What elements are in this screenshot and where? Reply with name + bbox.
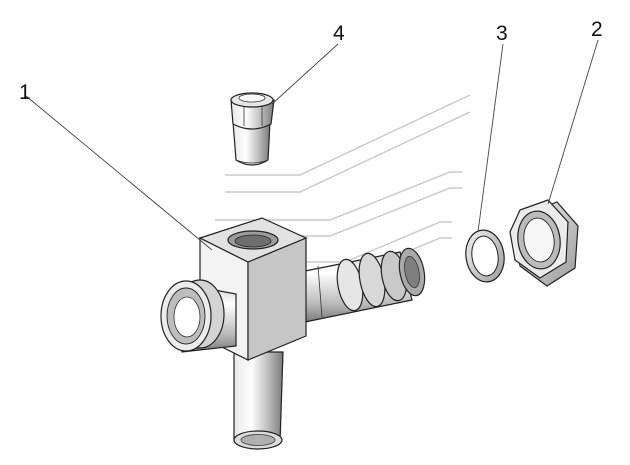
sealing-ring-part-3 bbox=[465, 229, 505, 283]
callout-3: 3 bbox=[477, 22, 508, 233]
callout-number-1: 1 bbox=[19, 81, 31, 104]
callout-2: 2 bbox=[547, 18, 603, 205]
callout-number-3: 3 bbox=[496, 22, 508, 45]
callout-4: 4 bbox=[271, 22, 345, 105]
plug-part-4 bbox=[230, 92, 275, 166]
callout-number-4: 4 bbox=[333, 22, 345, 45]
tee-body-part-1 bbox=[160, 217, 426, 450]
callout-number-2: 2 bbox=[591, 18, 603, 41]
callout-1: 1 bbox=[19, 81, 213, 251]
union-nut-part-2 bbox=[509, 199, 579, 287]
